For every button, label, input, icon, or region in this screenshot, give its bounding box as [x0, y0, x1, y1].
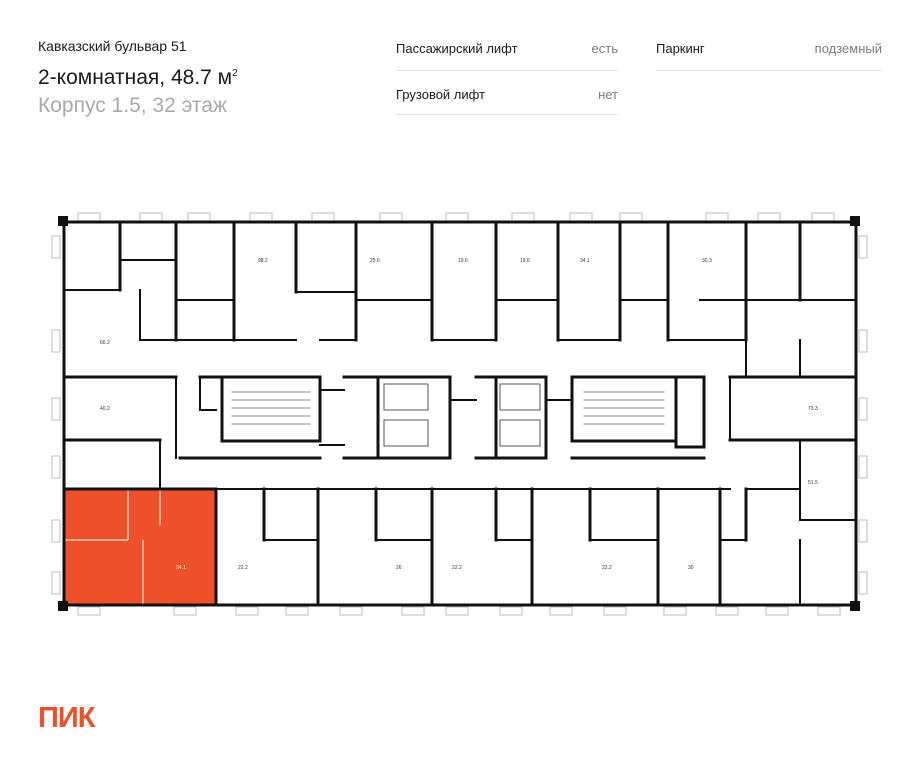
svg-text:26: 26 — [396, 565, 402, 571]
svg-text:51.5: 51.5 — [808, 480, 818, 486]
parking-label: Паркинг — [656, 41, 705, 56]
building-floor: Корпус 1.5, 32 этаж — [38, 94, 227, 117]
svg-text:19.6: 19.6 — [520, 258, 530, 264]
selected-apartment[interactable] — [64, 489, 216, 605]
svg-text:66.2: 66.2 — [100, 340, 110, 346]
room-labels: 98.2 25.6 19.6 19.6 34.1 30.3 66.2 40.2 73.3 5… — [100, 258, 818, 571]
project-name: Кавказский бульвар 51 — [38, 38, 187, 54]
apartment-title: 2-комнатная, 48.7 м2 — [38, 66, 238, 90]
apartment-title-text: 2-комнатная, 48.7 м — [38, 66, 233, 89]
cargo-lift-label: Грузовой лифт — [396, 87, 486, 102]
svg-text:22.2: 22.2 — [602, 565, 612, 571]
svg-text:22.2: 22.2 — [238, 565, 248, 571]
divider — [656, 70, 882, 71]
svg-text:22.2: 22.2 — [452, 565, 462, 571]
svg-text:30: 30 — [688, 565, 694, 571]
svg-text:73.3: 73.3 — [808, 406, 818, 412]
passenger-lift-label: Пассажирский лифт — [396, 41, 518, 56]
divider — [396, 70, 618, 71]
passenger-lift-value: есть — [591, 41, 618, 56]
cargo-lift-value: нет — [598, 87, 618, 102]
svg-text:25.6: 25.6 — [370, 258, 380, 264]
svg-text:24.1: 24.1 — [176, 565, 186, 571]
walls — [58, 216, 860, 611]
svg-text:98.2: 98.2 — [258, 258, 268, 264]
area-unit-superscript: 2 — [232, 68, 238, 79]
parking-value: подземный — [814, 41, 882, 56]
svg-text:34.1: 34.1 — [580, 258, 590, 264]
pik-logo: ПИК — [38, 702, 95, 734]
svg-text:19.6: 19.6 — [458, 258, 468, 264]
divider — [396, 114, 618, 115]
svg-text:40.2: 40.2 — [100, 406, 110, 412]
svg-text:30.3: 30.3 — [702, 258, 712, 264]
